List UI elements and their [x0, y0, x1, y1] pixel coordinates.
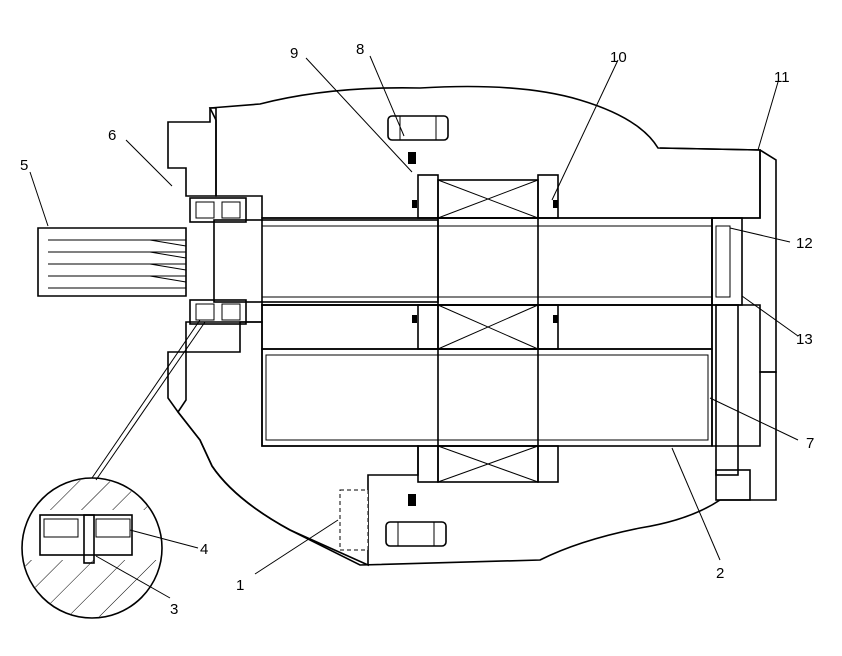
leader-lines [29, 55, 799, 599]
dowel-pin-bottom [385, 521, 447, 547]
bearing-bushings [417, 174, 559, 483]
callout-11: 11 [774, 69, 790, 86]
callout-6: 6 [108, 127, 116, 144]
callout-labels: 1 2 3 4 5 6 7 8 9 10 11 12 13 [20, 41, 814, 618]
callout-13: 13 [796, 331, 813, 348]
callout-4: 4 [200, 541, 208, 558]
splined-shaft-end [37, 227, 187, 297]
detail-inset [21, 477, 163, 619]
callout-5: 5 [20, 157, 28, 174]
callout-3: 3 [170, 601, 178, 618]
pump-housing [167, 85, 777, 567]
drain-plug [339, 489, 369, 551]
callout-7: 7 [806, 435, 814, 452]
dowel-pin-top [387, 115, 449, 141]
detail-link-line [91, 319, 201, 479]
shaft-seal-pack [189, 197, 247, 325]
driven-gear [437, 348, 539, 483]
drive-shaft [213, 219, 439, 303]
callout-12: 12 [796, 235, 813, 252]
drive-gear-chamber [261, 217, 713, 306]
callout-2: 2 [716, 565, 724, 582]
seal-rings [408, 152, 558, 506]
end-bearing [711, 217, 743, 306]
callout-1: 1 [236, 577, 244, 594]
callout-9: 9 [290, 45, 298, 62]
callout-8: 8 [356, 41, 364, 58]
callout-10: 10 [610, 49, 627, 66]
driven-gear-chamber [261, 348, 713, 447]
detail-link-line-2 [95, 321, 206, 481]
drive-gear [437, 179, 539, 350]
cover-bolt [715, 304, 751, 501]
